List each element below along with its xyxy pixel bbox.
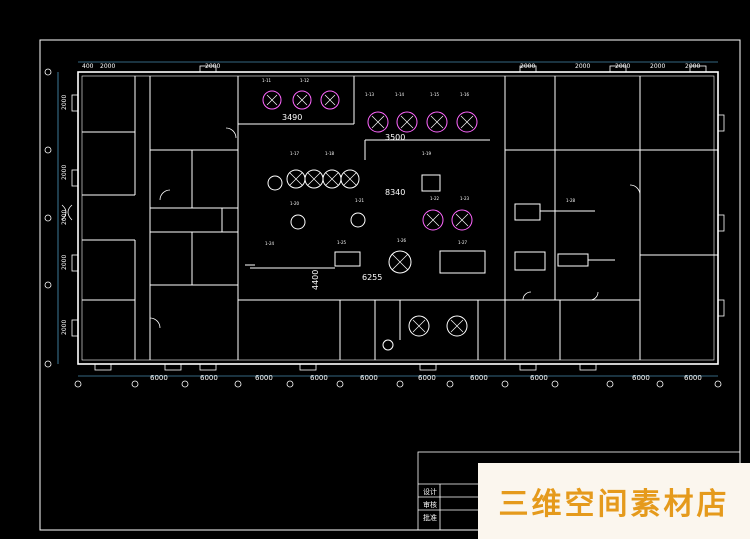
axis-grid — [57, 61, 718, 377]
tag-3: 1-14 — [395, 92, 405, 97]
tag-15: 1-26 — [397, 238, 407, 243]
tag-13: 1-24 — [265, 241, 275, 246]
central-hall — [238, 76, 718, 360]
equipment-blocks — [245, 174, 615, 274]
tag-11: 1-22 — [430, 196, 440, 201]
dim-left-0: 2000 — [61, 95, 68, 110]
tag-1: 1-12 — [300, 78, 310, 83]
tag-16: 1-27 — [458, 240, 468, 245]
dim-bottom-4: 6000 — [360, 374, 378, 382]
door-swings — [61, 127, 641, 329]
title-block-labels: 设计 审核 批准 — [423, 487, 437, 522]
windows — [71, 65, 725, 371]
tag-5: 1-16 — [460, 92, 470, 97]
axis-bubbles — [44, 68, 722, 388]
bottom-dimensions: 6000 6000 6000 6000 6000 6000 6000 6000 … — [150, 374, 702, 382]
tag-0: 1-11 — [262, 78, 272, 83]
dim-bottom-8: 6000 — [632, 374, 650, 382]
dim-top-2: 2000 — [205, 63, 220, 70]
tag-4: 1-15 — [430, 92, 440, 97]
dim-bottom-0: 6000 — [150, 374, 168, 382]
title-row-1: 审核 — [423, 500, 437, 509]
dim-interior-0: 3490 — [282, 113, 302, 122]
tag-8: 1-19 — [422, 151, 432, 156]
dim-top-4: 2000 — [575, 63, 590, 70]
dim-bottom-3: 6000 — [310, 374, 328, 382]
dim-top-7: 2000 — [685, 63, 700, 70]
dim-top-6: 2000 — [650, 63, 665, 70]
title-row-0: 设计 — [423, 487, 437, 496]
interior-dimensions: 3490 3500 8340 6255 4400 — [282, 113, 405, 290]
dim-left-3: 2000 — [61, 320, 68, 335]
dim-bottom-9: 6000 — [684, 374, 702, 382]
left-dimensions: 2000 2000 2000 2000 2000 — [61, 95, 68, 335]
dim-interior-3: 6255 — [362, 273, 382, 282]
dim-interior-4: 4400 — [311, 270, 320, 290]
tanks-row-top — [262, 90, 478, 231]
tag-7: 1-18 — [325, 151, 335, 156]
tag-9: 1-20 — [290, 201, 300, 206]
dim-top-0: 400 — [82, 63, 94, 70]
dim-interior-2: 8340 — [385, 188, 405, 197]
equipment-circles — [267, 169, 468, 351]
dim-top-3: 2000 — [520, 63, 535, 70]
equipment-crosses — [289, 172, 464, 333]
equipment-tags: 1-11 1-12 1-13 1-14 1-15 1-16 1-17 1-18 … — [262, 78, 576, 246]
dim-bottom-5: 6000 — [418, 374, 436, 382]
dim-bottom-7: 6000 — [530, 374, 548, 382]
top-dimensions: 400 2000 2000 2000 2000 2000 2000 2000 — [82, 63, 700, 70]
dim-bottom-2: 6000 — [255, 374, 273, 382]
dim-left-4: 2000 — [61, 210, 68, 225]
dim-top-1: 2000 — [100, 63, 115, 70]
dim-bottom-1: 6000 — [200, 374, 218, 382]
dim-interior-1: 3500 — [385, 133, 405, 142]
left-rooms — [82, 76, 239, 360]
tag-6: 1-17 — [290, 151, 300, 156]
dim-left-2: 2000 — [61, 255, 68, 270]
watermark-banner: 三维空间素材店 — [478, 463, 750, 539]
tag-17: 1-28 — [566, 198, 576, 203]
watermark-text: 三维空间素材店 — [498, 487, 730, 522]
dim-bottom-6: 6000 — [470, 374, 488, 382]
tag-10: 1-21 — [355, 198, 365, 203]
tag-12: 1-23 — [460, 196, 470, 201]
dim-left-1: 2000 — [61, 165, 68, 180]
title-row-2: 批准 — [423, 513, 437, 522]
building-outline — [77, 71, 719, 365]
dim-top-5: 2000 — [615, 63, 630, 70]
building-inner-outline — [81, 75, 715, 361]
tag-14: 1-25 — [337, 240, 347, 245]
tag-2: 1-13 — [365, 92, 375, 97]
drawing-frame — [39, 39, 741, 531]
tank-crosses — [266, 94, 474, 227]
